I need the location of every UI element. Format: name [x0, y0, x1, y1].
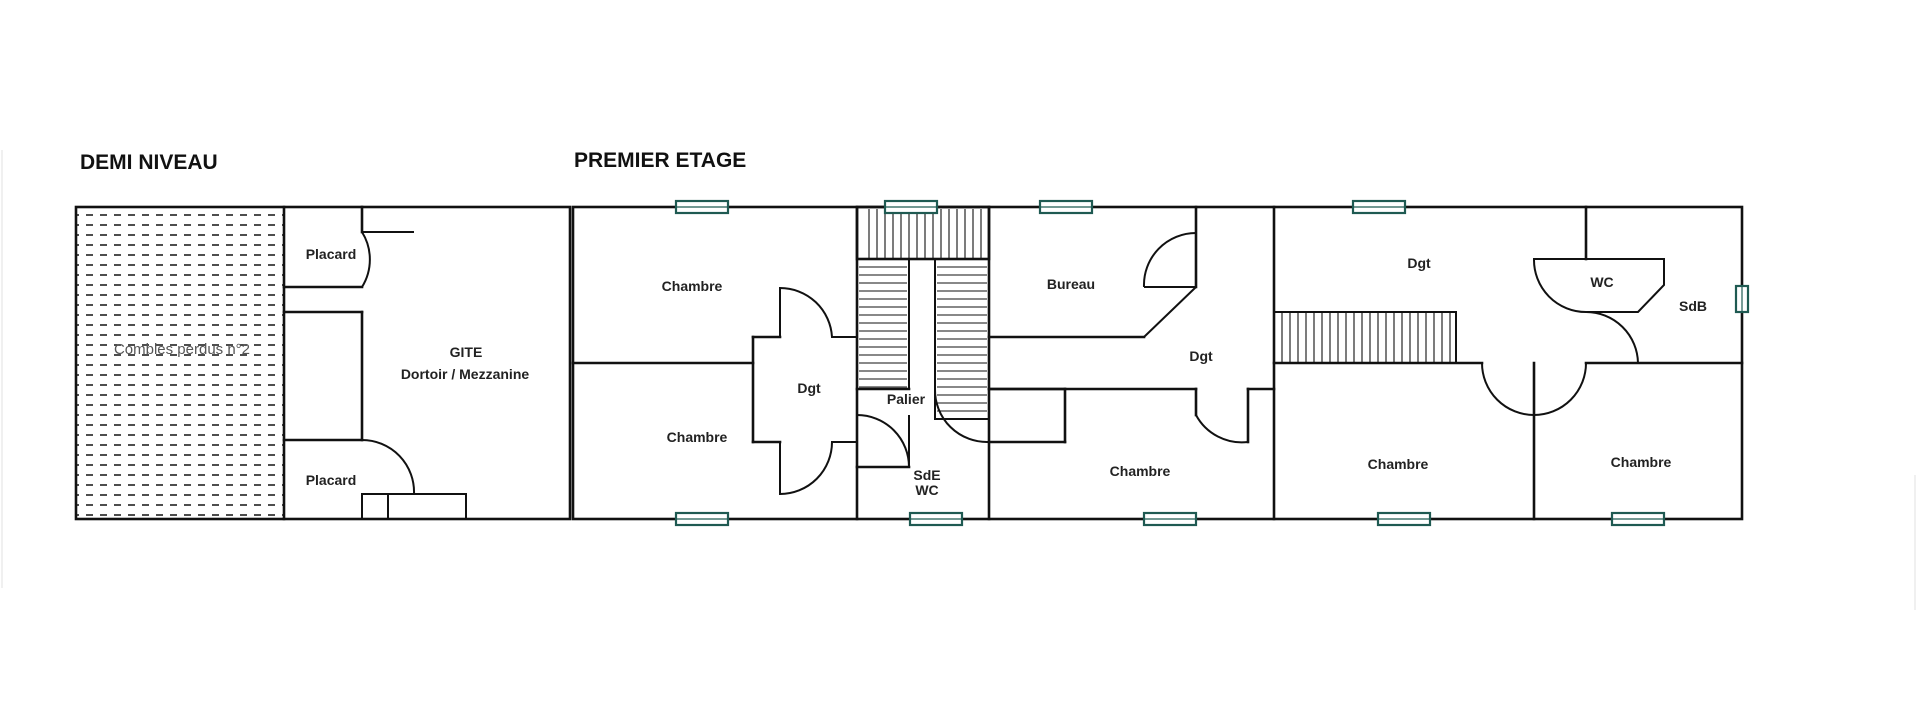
label-chambre-1: Chambre: [662, 278, 723, 294]
label-dgt-2: Dgt: [1189, 348, 1213, 364]
label-palier: Palier: [887, 391, 926, 407]
windows: [674, 199, 1750, 527]
label-gite: GITE: [450, 344, 483, 360]
label-placard-bottom: Placard: [306, 472, 357, 488]
section-title-demi-niveau: DEMI NIVEAU: [80, 151, 218, 174]
premier-etage-plan: [571, 205, 1744, 521]
label-bureau: Bureau: [1047, 276, 1095, 292]
label-sde: SdE: [913, 467, 940, 483]
combles-hatch: [76, 207, 284, 519]
demi-niveau-plan: [74, 205, 572, 521]
label-chambre-2: Chambre: [667, 429, 728, 445]
label-chambre-3: Chambre: [1110, 463, 1171, 479]
section-title-premier-etage: PREMIER ETAGE: [574, 149, 746, 172]
label-dgt-3: Dgt: [1407, 255, 1431, 271]
label-wc: WC: [1590, 274, 1613, 290]
label-chambre-4: Chambre: [1368, 456, 1429, 472]
label-sde-wc: WC: [915, 482, 938, 498]
demi-niveau-outline: [74, 205, 572, 521]
label-combles: Combles perdus n°2: [114, 341, 250, 358]
label-placard-top: Placard: [306, 246, 357, 262]
label-dortoir: Dortoir / Mezzanine: [401, 366, 530, 382]
label-chambre-5: Chambre: [1611, 454, 1672, 470]
label-sdb: SdB: [1679, 298, 1707, 314]
label-dgt-1: Dgt: [797, 380, 821, 396]
